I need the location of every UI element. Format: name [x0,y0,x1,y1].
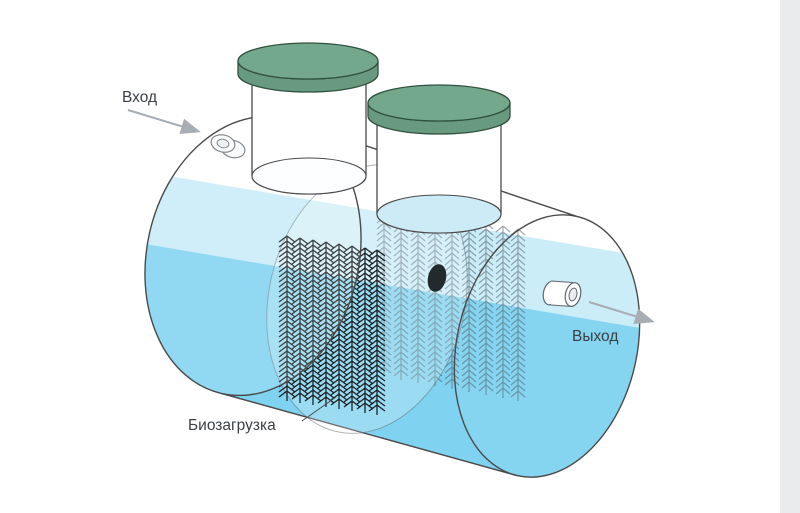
bio-media-brush [478,222,494,395]
bio-media-brush [368,249,386,415]
inlet-pipe-opening [216,138,230,149]
outlet-label: Выход [572,328,618,345]
outlet-pipe [542,280,582,308]
hatch-left-neck-rim [251,157,367,195]
transfer-hole [427,264,447,292]
hatch-right [367,84,511,234]
bio-media-brush [317,241,335,407]
bio-media-label: Биозагрузка [188,417,276,434]
hatch-right-neck-rim [376,194,502,234]
bio-media-brush [510,228,526,401]
page-edge-strip [780,0,800,513]
inlet-pipe [210,134,246,159]
outlet-arrow [588,301,655,324]
bio-media-leader-line [301,396,337,422]
bio-media-brush [278,235,296,401]
bio-media-brush [291,237,309,403]
tank-right-cap-rim [453,214,641,478]
bio-media-brush [304,239,322,405]
outlet-pipe-opening [568,287,578,302]
annotations: Вход Выход Биозагрузка [122,89,655,434]
hatch-left-lid-top [237,42,379,80]
bio-media-brush [495,225,511,398]
water-surface-band [117,166,665,334]
hatch-right-lid-top [367,84,511,122]
hatch-left [237,42,379,195]
inlet-arrow [127,109,201,134]
bio-media-brush [461,219,477,392]
inlet-label: Вход [122,89,157,106]
